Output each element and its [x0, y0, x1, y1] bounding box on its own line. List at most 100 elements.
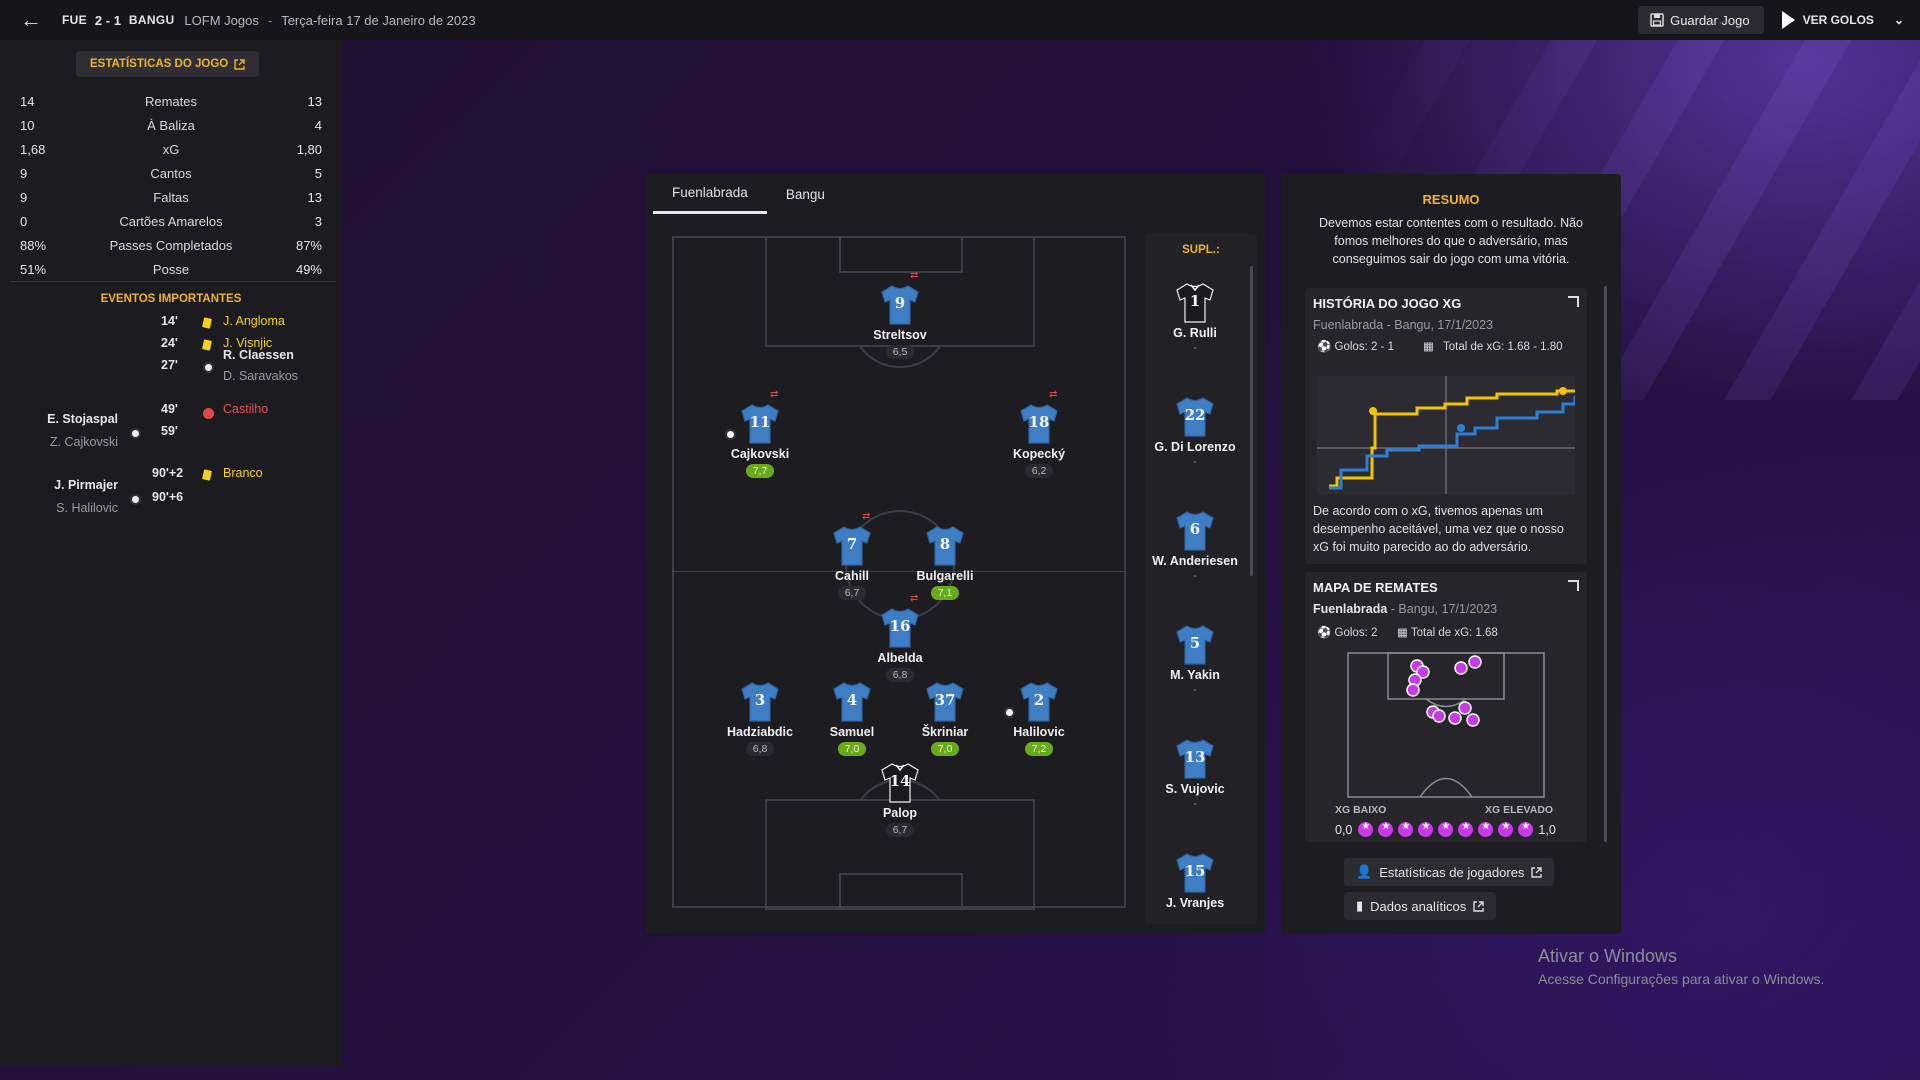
stat-home-value: 10 [20, 118, 35, 133]
external-link-icon [1473, 900, 1484, 912]
event-player[interactable]: Branco [223, 466, 263, 480]
tab-fuenlabrada[interactable]: Fuenlabrada [653, 174, 767, 214]
shirt-number: 14 [889, 772, 911, 790]
ball-icon: ⚽ [1317, 627, 1332, 639]
shot-map-pitch [1347, 652, 1545, 798]
expand-icon[interactable] [1568, 580, 1579, 591]
analytics-button[interactable]: ▮ Dados analíticos [1344, 892, 1497, 920]
shirt-icon: 9 [878, 282, 922, 326]
expand-icon[interactable] [1568, 296, 1579, 307]
view-goals-button[interactable]: VER GOLOS ⌄ [1781, 11, 1904, 29]
shirt-number: 11 [749, 413, 771, 431]
xg-scale-min: 0,0 [1335, 822, 1353, 837]
stat-home-value: 1,68 [20, 142, 46, 157]
external-link-icon [234, 58, 245, 70]
shirt-number: 2 [1033, 691, 1045, 709]
shirt-icon: 14 [878, 760, 922, 804]
stat-home-value: 14 [20, 94, 35, 109]
stat-away-value: 5 [314, 166, 322, 181]
chevron-down-icon[interactable]: ⌄ [1893, 13, 1904, 27]
yellow-card-icon [202, 339, 212, 351]
shirt-icon: 1 [1173, 280, 1217, 324]
away-xg-line [1329, 396, 1577, 490]
substitution-icon: ⇄ [910, 593, 919, 604]
substitution-icon: ⇄ [862, 511, 871, 522]
player-name: Kopecký [1012, 447, 1066, 461]
shot-marker [1432, 709, 1446, 723]
event-assist[interactable]: D. Saravakos [223, 369, 299, 383]
event-assist[interactable]: Z. Cajkovski [49, 435, 118, 449]
substitution-icon: ⇄ [770, 389, 779, 400]
shirt-icon: 6 [1173, 508, 1217, 552]
player-name: Halilovic [1013, 725, 1065, 739]
stat-home-value: 9 [20, 166, 28, 181]
event-minute: 27' [161, 358, 178, 372]
match-stats-button[interactable]: ESTATÍSTICAS DO JOGO [76, 51, 260, 77]
event-player[interactable]: R. Claessen [223, 348, 294, 362]
windows-activation-watermark: Ativar o Windows Acesse Configurações pa… [1538, 946, 1824, 987]
substitution-icon: ⇄ [1049, 389, 1058, 400]
xg-scale-dot [1398, 821, 1414, 837]
xg-scale-dot [1478, 821, 1494, 837]
shirt-number: 8 [939, 535, 951, 553]
player-stats-button[interactable]: 👤 Estatísticas de jogadores [1344, 858, 1555, 886]
player-name: Samuel [829, 725, 875, 739]
shirt-number: 3 [754, 691, 766, 709]
player-rating: 7,7 [745, 464, 775, 478]
view-goals-label: VER GOLOS [1802, 13, 1874, 27]
xg-scale-dot [1438, 821, 1454, 837]
save-game-button[interactable]: Guardar Jogo [1638, 6, 1764, 34]
event-minute: 24' [161, 336, 178, 350]
player-name: Palop [882, 806, 918, 820]
substitutes-scrollbar[interactable] [1250, 266, 1253, 576]
match-stats-title: ESTATÍSTICAS DO JOGO [90, 58, 229, 70]
xg-story-subtitle: Fuenlabrada - Bangu, 17/1/2023 [1313, 318, 1493, 332]
tab-bangu[interactable]: Bangu [785, 186, 825, 202]
back-arrow-icon[interactable]: ← [20, 7, 42, 32]
play-icon [1781, 11, 1795, 29]
event-player[interactable]: Castilho [223, 402, 269, 416]
summary-scrollbar[interactable] [1604, 286, 1607, 842]
bottom-goal-box [839, 873, 963, 910]
stat-label: xG [162, 142, 180, 157]
shot-map-centre-arc [1419, 777, 1473, 798]
shot-goals-metric: ⚽ Golos: 2 [1317, 625, 1377, 639]
player-name: G. Rulli [1173, 326, 1217, 340]
stat-label: À Baliza [147, 118, 195, 133]
stat-home-value: 88% [20, 238, 47, 253]
away-team-abbr: BANGU [128, 13, 175, 27]
shot-xg-metric: ▦ Total de xG: 1.68 [1397, 625, 1498, 639]
shot-marker [1458, 701, 1472, 715]
event-player[interactable]: J. Angloma [223, 314, 285, 328]
player-rating: 6,7 [885, 823, 915, 837]
event-assist[interactable]: S. Halilovic [56, 501, 118, 515]
event-player[interactable]: J. Visnjic [223, 336, 273, 350]
shot-marker [1448, 711, 1462, 725]
event-player[interactable]: E. Stojaspal [47, 412, 118, 426]
player-rating: 6,2 [1024, 464, 1054, 478]
shirt-number: 4 [846, 691, 858, 709]
event-player[interactable]: J. Pirmajer [54, 478, 118, 492]
